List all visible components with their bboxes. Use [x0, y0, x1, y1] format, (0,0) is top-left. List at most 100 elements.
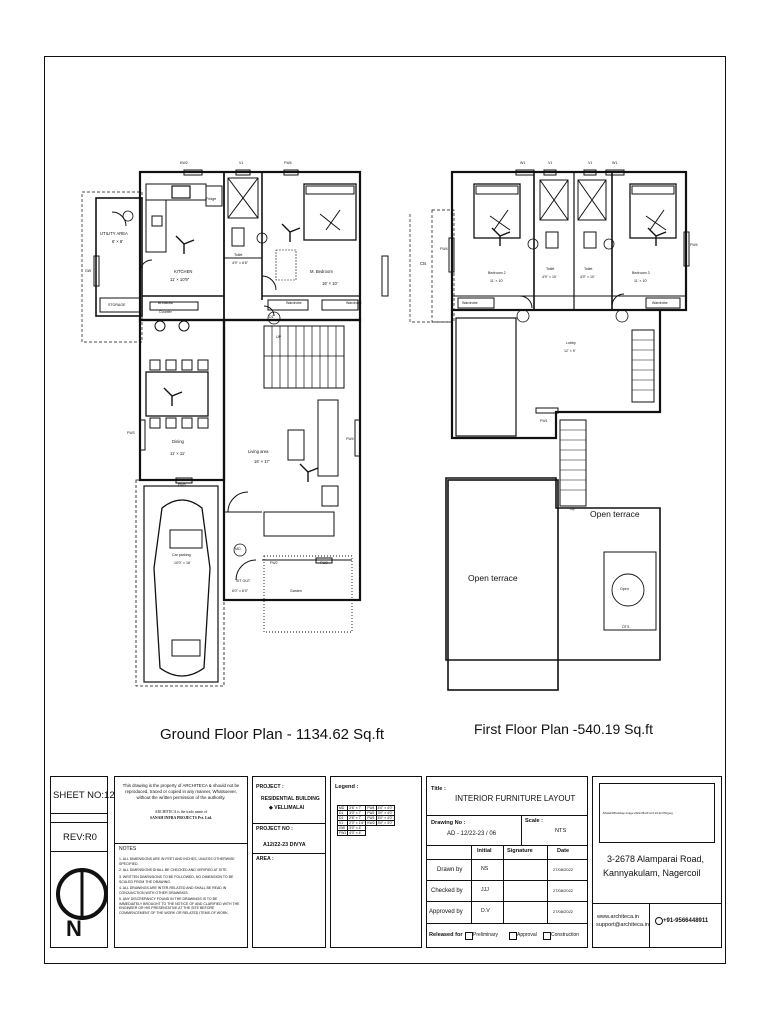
- drawing-no-label: Drawing No :: [431, 820, 466, 826]
- initial-checked-by: JJJ: [481, 887, 489, 893]
- title-panel: Title : INTERIOR FURNITURE LAYOUT Drawin…: [426, 776, 588, 948]
- legend-cell: 3'0" × 4'0": [375, 810, 395, 816]
- master-bedroom-label: M. Bedroom: [310, 269, 333, 274]
- legend-cell: 3'0" × 3'0": [375, 820, 395, 826]
- email-link[interactable]: support@architeca.in: [596, 922, 649, 928]
- lobby-dim: 12' × 9': [564, 349, 576, 353]
- revision: REV:R0: [63, 832, 97, 843]
- col-initial: Initial: [477, 848, 492, 854]
- address-line-2: Kannyakulam, Nagercoil: [603, 868, 701, 878]
- toilet-dim-ff-2: 4'9" × 10': [580, 275, 595, 279]
- toilet-dim-ff: 4'9" × 10': [542, 275, 557, 279]
- legend-cell: FW1: [336, 830, 349, 836]
- ground-floor-plan: [81, 169, 389, 687]
- ground-floor-plan-title: Ground Floor Plan - 1134.62 Sq.ft: [160, 726, 385, 743]
- cts-label: Cts: [420, 261, 427, 266]
- phone-number[interactable]: +91-9566448911: [663, 918, 709, 924]
- project-location: ◆ VELLIMALAI: [269, 805, 305, 811]
- master-bedroom-dim: 16' × 10': [322, 281, 338, 286]
- rev-cell: REV:R0: [50, 822, 108, 852]
- car-parking-label: Car parking: [172, 553, 191, 557]
- title-value: INTERIOR FURNITURE LAYOUT: [455, 794, 576, 803]
- first-floor-plan-title: First Floor Plan -540.19 Sq.ft: [474, 721, 653, 737]
- construction-checkbox[interactable]: [543, 932, 551, 940]
- project-label: PROJECT :: [256, 784, 284, 790]
- stair-up-label-ff: Up: [570, 507, 575, 511]
- door-md-label: MD: [235, 547, 241, 551]
- kitchen-label: KITCHEN: [174, 269, 193, 274]
- legend-cell: 4'0" × 4': [347, 830, 367, 836]
- col-date: Date: [557, 848, 570, 854]
- garden-label: Garden: [290, 589, 302, 593]
- sheet-no: SHEET NO:12: [53, 790, 115, 801]
- storage-label: STORAGE: [108, 303, 126, 307]
- firm-panel: ./Model/WhatsApp Image 2022-08-29 at 6.1…: [592, 776, 722, 948]
- construction-label: Construction: [551, 932, 580, 938]
- note-3: 3. WRITTEN DIMENSIONS TO BE FOLLOWED, NO…: [119, 875, 234, 884]
- ots-label: OTS: [622, 625, 630, 629]
- preliminary-checkbox[interactable]: [465, 932, 473, 940]
- legend-cell: 4'0" × 4'0": [375, 805, 395, 811]
- window-fw4-label-ff: FW4: [440, 247, 448, 251]
- trade-name-line-2: SANAH INFRA PROJECTS Pvt. Ltd.: [149, 816, 213, 820]
- phone-icon: [655, 917, 663, 925]
- dining-dim: 11' × 11': [170, 451, 186, 456]
- sheet-no-cell: SHEET NO:12: [50, 776, 115, 814]
- preliminary-label: Preliminary: [473, 932, 499, 938]
- first-floor-plan: [409, 169, 690, 691]
- bedroom-2-dim: 11' × 10': [490, 279, 504, 283]
- wardrobe-label-2: Wardrobe: [346, 301, 362, 305]
- window-w1-label-2: W1: [612, 161, 618, 165]
- north-arrow-icon: [56, 868, 108, 920]
- date-approved-by: 27/08/2022: [553, 909, 574, 914]
- north-label: N: [66, 916, 82, 941]
- window-fw2-label: FW2: [270, 561, 278, 565]
- area-label: AREA :: [256, 856, 274, 862]
- living-area-label: Living area: [248, 449, 269, 454]
- counter-label: Counter: [159, 310, 172, 314]
- note-5: 5. ANY DISCREPANCY FOUND IN THE DRAWINGS…: [119, 897, 240, 916]
- sit-out-dim: 6'0" × 6'0": [232, 589, 249, 593]
- kitchen-dim: 11' × 10'9": [170, 277, 190, 282]
- window-gw-label: GW: [85, 269, 92, 273]
- note-4: 4. ALL DRAWINGS ARE INTER-RELATED AND SH…: [119, 886, 227, 895]
- col-signature: Signature: [507, 848, 533, 854]
- website-link[interactable]: www.architeca.in: [597, 914, 639, 920]
- window-fw3-label: FW3: [127, 431, 135, 435]
- project-panel: PROJECT : RESIDENTIAL BUILDING ◆ VELLIMA…: [252, 776, 326, 948]
- legend-label: Legend :: [335, 784, 359, 790]
- sit-out-label: SIT OUT: [236, 579, 251, 583]
- window-fw3-top-label: FW3: [178, 483, 186, 487]
- window-fw4-right-label: FW4: [346, 437, 354, 441]
- disclaimer-text: This drawing is the property of ARCHITEC…: [122, 783, 240, 800]
- released-for-label: Released for: [429, 932, 463, 938]
- role-approved-by: Approved by: [429, 909, 463, 915]
- open-label: Open: [620, 587, 629, 591]
- drawing-no: AD - 12/22-23 / 06: [447, 831, 497, 837]
- project-name: RESIDENTIAL BUILDING: [261, 796, 320, 802]
- project-no-label: PROJECT NO :: [256, 826, 293, 832]
- approval-checkbox[interactable]: [509, 932, 517, 940]
- utility-area-label: UTILITY AREA: [100, 231, 128, 236]
- toilet-dim: 4'9" × 6'6": [232, 261, 249, 265]
- title-label: Title :: [431, 786, 446, 792]
- window-v1-label-ff-2: V1: [588, 161, 593, 165]
- role-drawn-by: Drawn by: [437, 867, 463, 873]
- role-checked-by: Checked by: [431, 888, 463, 894]
- bedroom-3-label: Bedroom 3: [632, 271, 650, 275]
- window-v1-label: V1: [239, 161, 244, 165]
- logo-image-frame: ./Model/WhatsApp Image 2022-08-29 at 6.1…: [599, 783, 715, 843]
- wardrobe-label-1: Wardrobe: [286, 301, 302, 305]
- initial-approved-by: D.V: [481, 908, 490, 914]
- toilet-label-ff: Toilet: [546, 267, 555, 271]
- legend-cell: 2'0" × 1'6": [347, 820, 367, 826]
- breakfast-label: Breakfast: [158, 301, 174, 305]
- window-fw1-label: FW1: [540, 419, 548, 423]
- window-w1-label: W1: [520, 161, 526, 165]
- scale-label: Scale :: [525, 818, 544, 824]
- car-parking-dim: 10'0" × 16': [174, 561, 191, 565]
